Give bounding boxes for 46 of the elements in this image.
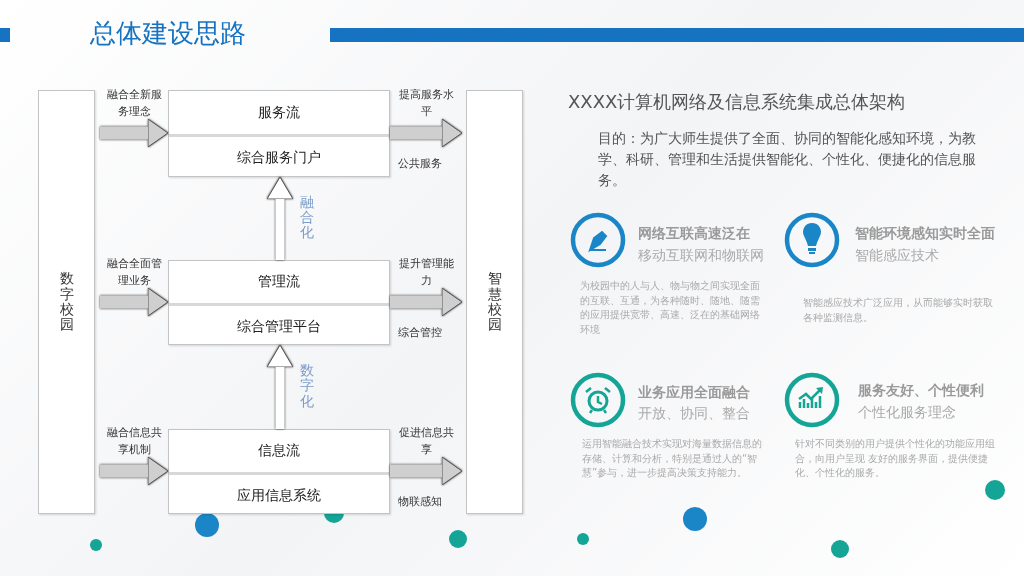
block-arrow (266, 176, 294, 260)
side-panel (466, 90, 523, 514)
system-name: 综合管理平台 (237, 317, 321, 336)
edge-label: 促进信息共享 (397, 425, 455, 458)
side-note: 公共服务 (398, 157, 443, 172)
block-arrow (390, 287, 463, 317)
card-subheading: 智能感应技术 (855, 246, 940, 265)
slide-title: 总体建设思路 (90, 17, 246, 50)
purpose-paragraph: 目的：为广大师生提供了全面、协同的智能化感知环境，为教学、科研、管理和生活提供智能化、个性化、便捷化的信息服务。 (598, 129, 977, 190)
panel-label: 数字校园 (59, 271, 74, 333)
block-arrow (266, 344, 294, 429)
card-description: 针对不同类别的用户提供个性化的功能应用组合，向用户呈现 友好的服务界面，提供便捷化、个性化的服务。 (795, 437, 995, 480)
side-note: 物联感知 (398, 495, 443, 510)
edge-label: 融合全新服务理念 (105, 87, 163, 120)
block-arrow (100, 287, 169, 317)
card-subheading: 开放、协同、整合 (638, 404, 751, 423)
system-name: 综合服务门户 (237, 149, 321, 167)
card-heading: 网络互联高速泛在 (638, 224, 751, 243)
flow-name: 信息流 (258, 442, 300, 460)
card-heading: 业务应用全面融合 (638, 383, 751, 402)
system-name: 应用信息系统 (237, 486, 321, 505)
card-subheading: 移动互联网和物联网 (638, 246, 765, 265)
card-description: 智能感应技术广泛应用，从而能够实时获取各种监测信息。 (803, 296, 993, 325)
layer-box (168, 90, 390, 177)
card-subheading: 个性化服务理念 (858, 403, 957, 422)
block-arrow (100, 118, 169, 148)
edge-label: 融合全面管理业务 (105, 256, 163, 289)
side-panel (38, 90, 95, 514)
edge-label: 融合信息共享机制 (105, 425, 163, 458)
section-heading: XXXX计算机网络及信息系统集成总体架构 (568, 90, 907, 114)
block-arrow (390, 456, 463, 486)
flow-name: 管理流 (258, 273, 300, 291)
block-arrow (390, 118, 463, 148)
card-heading: 智能环境感知实时全面 (855, 224, 996, 243)
block-arrow (100, 456, 169, 486)
edge-label: 融合化 (300, 194, 314, 241)
side-note: 综合管控 (398, 326, 443, 341)
panel-label: 智慧校园 (487, 271, 502, 333)
layer-box (168, 429, 390, 514)
edge-label: 提高服务水平 (397, 87, 455, 120)
card-description: 为校园中的人与人、物与物之间实现全面的互联、互通，为各种随时、随地、随需的应用提供宽带、高速、泛在的基础网络环境 (580, 279, 761, 337)
layer-box (168, 260, 390, 345)
edge-label: 提升管理能力 (397, 256, 455, 289)
flow-name: 服务流 (258, 103, 300, 122)
edge-label: 数字化 (300, 363, 314, 410)
card-heading: 服务友好、个性便利 (858, 381, 985, 400)
